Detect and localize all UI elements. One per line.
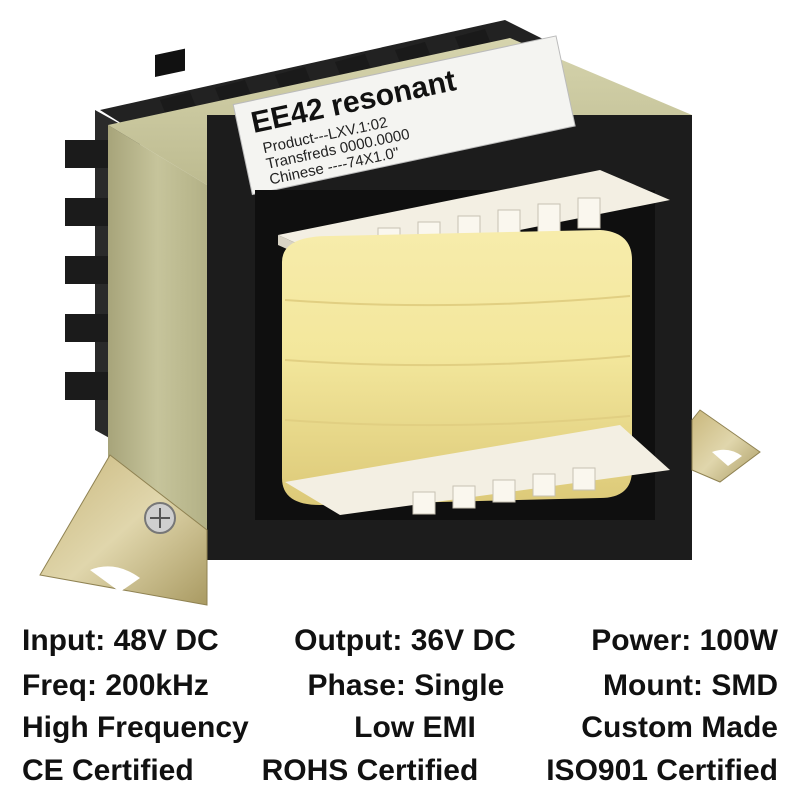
mounting-bracket-right — [691, 409, 761, 483]
spec-input: Input: 48V DC — [22, 624, 219, 657]
spec-mount: Mount: SMD — [603, 669, 778, 702]
bobbin-bottom — [285, 425, 670, 515]
winding — [282, 230, 632, 505]
mounting-bracket-left — [39, 454, 208, 606]
cert-iso: ISO901 Certified — [546, 754, 778, 787]
spec-power: Power: 100W — [591, 624, 778, 657]
feature-low-emi: Low EMI — [354, 711, 476, 744]
spec-frequency: Freq: 200kHz — [22, 669, 209, 702]
nameplate: EE42 resonant Product---LXV.1:02 Transfr… — [232, 35, 576, 196]
frame-side — [108, 125, 207, 560]
spec-phase: Phase: Single — [307, 669, 505, 702]
spec-row: Input: 48V DC Output: 36V DC Power: 100W — [22, 622, 778, 660]
feature-custom-made: Custom Made — [581, 711, 778, 744]
feature-high-frequency: High Frequency — [22, 711, 249, 744]
cert-rohs: ROHS Certified — [261, 754, 479, 787]
cert-ce: CE Certified — [22, 754, 194, 787]
spec-row: CE Certified ROHS Certified ISO901 Certi… — [22, 752, 778, 790]
spec-row: High Frequency Low EMI Custom Made — [22, 709, 778, 747]
spec-row: Freq: 200kHz Phase: Single Mount: SMD — [22, 667, 778, 705]
transformer-photo: EE42 resonant Product---LXV.1:02 Transfr… — [39, 20, 761, 606]
spec-output: Output: 36V DC — [294, 624, 516, 657]
